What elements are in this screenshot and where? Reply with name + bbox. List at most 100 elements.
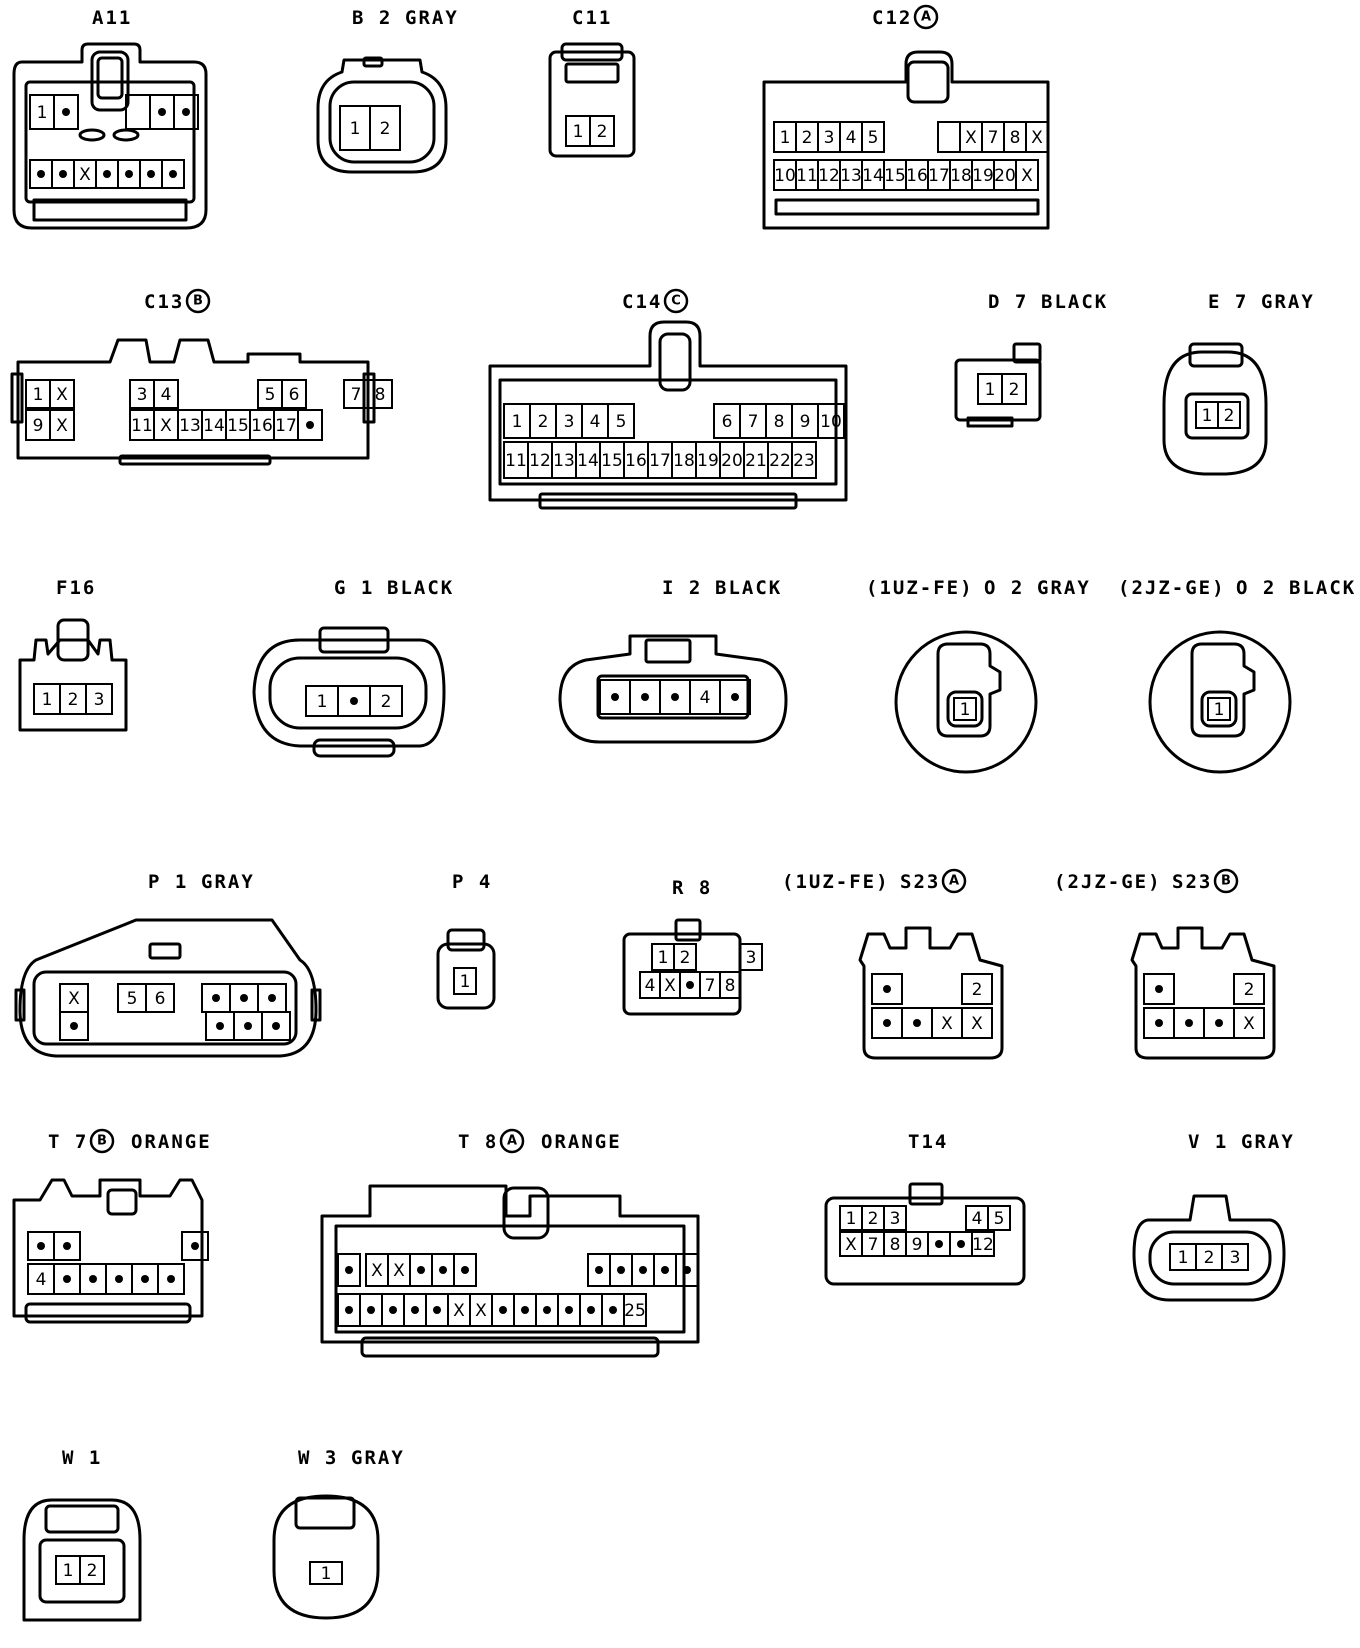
pin-cell: 15 — [883, 159, 907, 191]
pin-cell: 4 — [965, 1205, 989, 1231]
pin-cell: 17 — [647, 441, 673, 479]
housing-outline — [1012, 342, 1042, 364]
pin-cell: 6 — [281, 379, 307, 409]
pin-cavity — [453, 1253, 477, 1287]
pin-number: 2 — [87, 1561, 98, 1581]
pin-number: 17 — [928, 166, 950, 186]
variant-letter: B — [1221, 874, 1231, 889]
connector-label-a11: A11 — [92, 7, 130, 29]
pin-cavity — [961, 973, 993, 1005]
connector-color: GRAY — [1037, 577, 1091, 599]
pin-cell: X — [1015, 159, 1039, 191]
housing-outline — [658, 332, 692, 392]
housing-outline — [498, 378, 838, 486]
housing-outline — [774, 198, 1040, 216]
pin-number: 11 — [131, 416, 153, 436]
pin-dot-icon — [439, 1266, 447, 1274]
variant-letter: A — [507, 1134, 517, 1149]
pin-number: 7 — [748, 412, 759, 432]
pin-number: 2 — [381, 692, 392, 712]
pin-dot-icon — [411, 1306, 419, 1314]
pin-cell: 5 — [257, 379, 283, 409]
pin-cell — [409, 1253, 433, 1287]
pin-cell — [181, 1231, 209, 1261]
housing-outline — [320, 1184, 700, 1344]
engine-variant-label: (1UZ-FE) — [866, 577, 974, 599]
pin-cavity — [1025, 121, 1049, 153]
pin-number: X — [965, 128, 977, 148]
pin-cell: 14 — [575, 441, 601, 479]
pin-cell — [937, 121, 961, 153]
pin-number: X — [475, 1301, 487, 1321]
pin-cell: 10 — [817, 403, 845, 439]
pin-dot-icon — [609, 1306, 617, 1314]
pin-cell: 9 — [905, 1231, 929, 1257]
pin-cell: 2 — [1233, 973, 1265, 1005]
pin-number: 4 — [972, 1209, 983, 1229]
housing-outline — [1148, 630, 1292, 774]
pin-cell — [173, 94, 199, 130]
connector-label-w1: W 1 — [62, 1447, 100, 1469]
pin-cell: 5 — [607, 403, 635, 439]
pin-cell — [131, 1263, 159, 1295]
pin-cell — [53, 94, 79, 130]
pin-cell: 19 — [971, 159, 995, 191]
pin-cell: 1 — [503, 403, 531, 439]
connector-code: S23 — [1172, 871, 1212, 893]
pin-number: 14 — [577, 451, 599, 471]
pin-cell — [557, 1293, 581, 1327]
pin-number: 9 — [33, 416, 44, 436]
pin-cell: 2 — [369, 685, 403, 717]
housing-outline — [1188, 342, 1244, 368]
connector-code: C12 — [872, 7, 912, 29]
pin-cell: 12 — [817, 159, 841, 191]
pin-cell: 17 — [927, 159, 951, 191]
connector-code: T14 — [908, 1131, 948, 1153]
pin-cell — [403, 1293, 427, 1327]
housing-outline — [310, 988, 322, 1022]
pin-cell: 12 — [971, 1231, 995, 1257]
pin-cell — [27, 1231, 55, 1261]
pin-cell: 5 — [117, 983, 147, 1013]
housing-outline — [560, 42, 624, 62]
pin-cell — [139, 159, 163, 189]
pin-number: 16 — [251, 416, 273, 436]
housing-outline — [18, 918, 318, 1058]
pin-cell: 1 — [839, 1205, 863, 1231]
pin-cavity — [53, 1231, 81, 1261]
housing-outline — [502, 1186, 550, 1240]
pin-cavity — [871, 973, 903, 1005]
pin-number: 1 — [37, 103, 48, 123]
pin-cavity — [623, 1293, 647, 1327]
pin-cell: 11 — [795, 159, 819, 191]
pin-cavity — [817, 403, 845, 439]
pin-dot-icon — [70, 1022, 78, 1030]
pin-dot-icon — [1155, 1019, 1163, 1027]
pin-cavity — [49, 409, 75, 441]
pin-cell — [927, 1231, 951, 1257]
pin-cavity — [261, 1011, 291, 1041]
pin-cell — [535, 1293, 559, 1327]
pin-cell: 1 — [309, 1561, 343, 1585]
pin-dot-icon — [935, 1240, 943, 1248]
housing-outline — [858, 926, 1004, 1060]
variant-circle-icon — [1213, 868, 1239, 894]
pin-number: X — [1031, 128, 1043, 148]
connector-code: T 7 — [48, 1131, 88, 1153]
pin-cell: 8 — [367, 379, 393, 409]
pin-cell: 21 — [743, 441, 769, 479]
pin-cell — [261, 1011, 291, 1041]
pin-cavity — [49, 379, 75, 409]
pin-cell: 15 — [225, 409, 251, 441]
pin-cell: 3 — [555, 403, 583, 439]
pin-dot-icon — [639, 1266, 647, 1274]
pin-cell: X — [49, 409, 75, 441]
pin-cell — [631, 1253, 655, 1287]
housing-outline — [436, 942, 496, 1010]
pin-number: 12 — [529, 451, 551, 471]
